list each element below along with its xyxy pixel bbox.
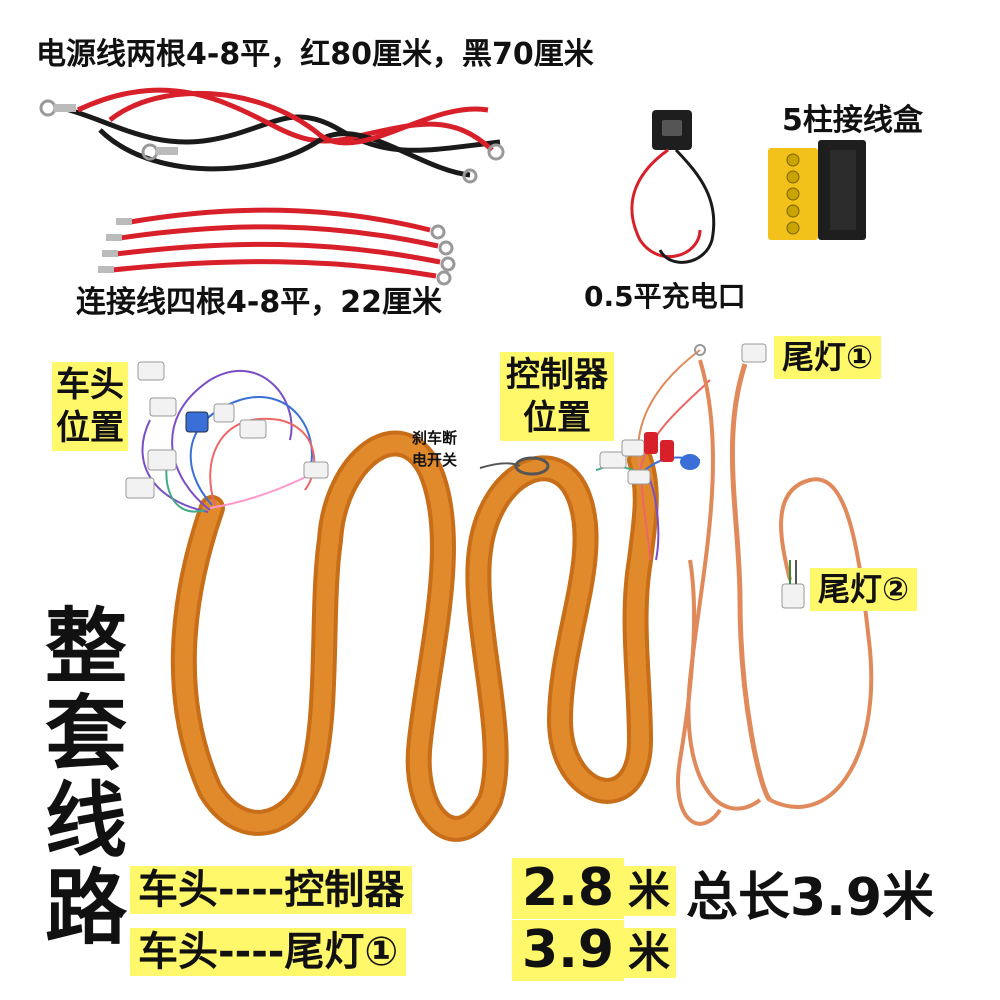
main-harness-conduit xyxy=(170,430,659,842)
head-position-line-2: 位置 xyxy=(56,407,124,448)
tail-light-wires xyxy=(676,359,874,826)
head-position-line-1: 车头 xyxy=(56,365,124,405)
power-wire-label: 电源线两根4-8平，红80厘米，黑70厘米 xyxy=(36,37,594,72)
controller-position-line-2: 位置 xyxy=(523,397,591,438)
total-length-label: 总长3.9米 xyxy=(686,868,935,928)
charge-port-label: 0.5平充电口 xyxy=(584,280,746,313)
length-head-controller: 2.8 xyxy=(512,858,625,920)
terminal-crimp xyxy=(54,104,76,112)
tail-light-2-label: 尾灯② xyxy=(810,568,918,612)
terminal-block xyxy=(768,140,866,240)
charge-port xyxy=(630,110,716,264)
tail-light-1-label: 尾灯① xyxy=(774,336,882,380)
length-head-tail: 3.9 xyxy=(512,920,625,982)
full-set-char: 路 xyxy=(44,860,127,956)
connect-wire-terminals xyxy=(98,218,456,286)
ring-terminal xyxy=(39,99,57,117)
brake-switch-line-2: 电开关 xyxy=(412,450,458,469)
head-position-label: 车头 位置 xyxy=(52,362,128,451)
head-end-connectors xyxy=(125,361,329,499)
length-unit: 米 xyxy=(622,866,677,917)
connect-wire-label: 连接线四根4-8平，22厘米 xyxy=(76,285,442,320)
controller-position-label: 控制器 位置 xyxy=(500,352,614,441)
brake-switch-label: 刹车断 电开关 xyxy=(412,428,457,472)
controller-position-line-1: 控制器 xyxy=(506,355,608,395)
brake-switch-line-1: 刹车断 xyxy=(412,429,458,447)
full-set-char: 线 xyxy=(44,773,127,869)
route-head-controller: 车头----控制器 xyxy=(130,866,413,914)
junction-box-label: 5柱接线盒 xyxy=(782,103,923,138)
controller-end-connectors xyxy=(599,344,706,485)
terminal-crimp xyxy=(156,147,178,155)
route-head-tail: 车头----尾灯① xyxy=(130,928,407,976)
length-unit: 米 xyxy=(622,928,677,979)
ring-terminal xyxy=(487,143,505,161)
ring-terminal xyxy=(462,168,478,184)
head-end-wires xyxy=(141,369,321,513)
brake-switch-wire xyxy=(479,456,550,476)
power-wire-pair xyxy=(39,87,505,184)
connect-wire-set xyxy=(111,207,441,279)
full-set-vertical-title: 整 套 线 路 xyxy=(36,600,136,956)
full-set-char: 套 xyxy=(44,686,127,782)
full-set-char: 整 xyxy=(44,600,127,695)
tail-light-connectors xyxy=(741,343,805,609)
